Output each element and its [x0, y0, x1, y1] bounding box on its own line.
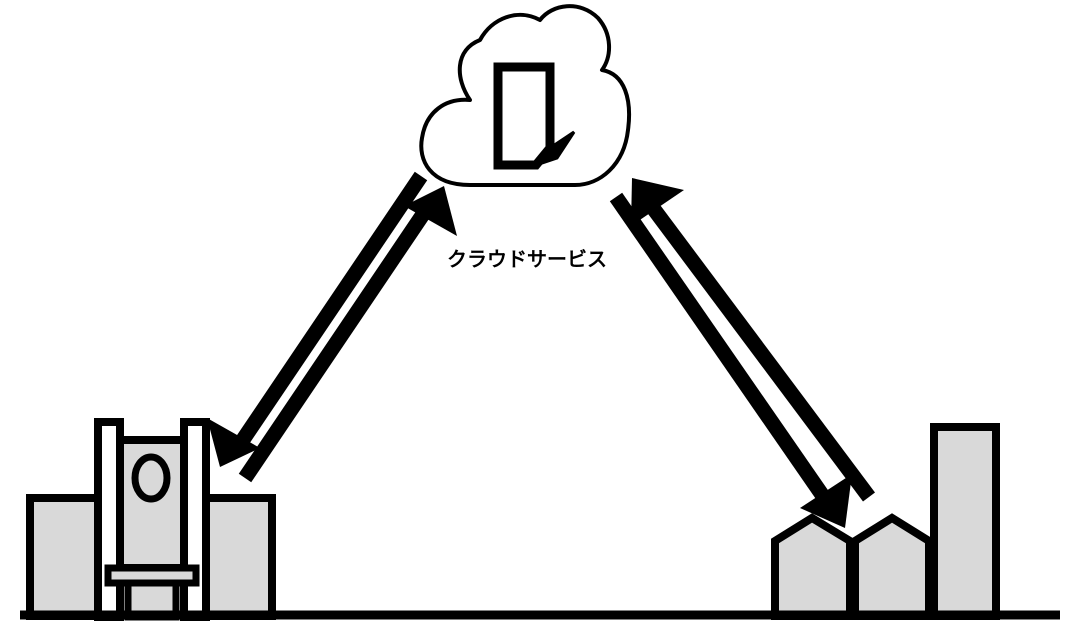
arrow-right-connection: [609, 178, 876, 528]
houses-and-building-icon: [771, 423, 1000, 620]
cloud-service: [419, 4, 631, 187]
arrow-up-to-cloud: [238, 186, 457, 483]
arrow-down-to-right-site: [609, 192, 852, 528]
arrow-left-connection: [207, 171, 457, 483]
right-site: [771, 423, 1000, 620]
left-building-2: [197, 494, 276, 620]
cloud-service-label: クラウドサービス: [447, 247, 607, 271]
house-2: [851, 513, 933, 620]
document-icon: [493, 62, 576, 170]
arrow-down-to-left-site: [207, 171, 428, 467]
house-1: [771, 513, 854, 620]
left-site: [26, 418, 276, 621]
left-building-1: [26, 494, 108, 620]
arrow-up-to-cloud-right: [631, 178, 876, 502]
tall-building: [930, 423, 1000, 620]
surveying-instrument-icon: [94, 418, 210, 621]
